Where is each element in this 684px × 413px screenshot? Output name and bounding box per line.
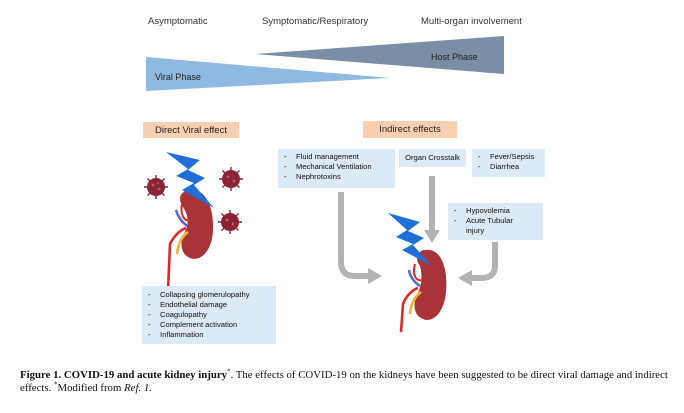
virus-icon xyxy=(219,167,243,191)
list-item: Diarrhea xyxy=(476,162,541,172)
list-item: Hypovolemia xyxy=(452,206,539,216)
hypovolemia-box: Hypovolemia Acute Tubular injury xyxy=(448,203,543,240)
list-item: Mechanical Ventilation xyxy=(282,162,391,172)
lightning-bolt-icon xyxy=(166,152,214,208)
kidney-icon xyxy=(399,249,447,333)
caption-ref: Ref. 1. xyxy=(124,382,152,394)
viral-phase-wedge xyxy=(146,57,390,91)
virus-icon xyxy=(218,210,242,234)
lightning-bolt-icon xyxy=(388,213,432,266)
kidney-icon xyxy=(166,189,214,291)
figure-caption: Figure 1. COVID-19 and acute kidney inju… xyxy=(20,367,670,395)
organ-crosstalk-label: Organ Crosstalk xyxy=(405,153,460,162)
list-item: Collapsing glomerulopathy xyxy=(146,290,272,300)
fever-sepsis-box: Fever/Sepsis Diarrhea xyxy=(472,149,545,177)
list-item: Coagulopathy xyxy=(146,310,272,320)
list-item: Fever/Sepsis xyxy=(476,152,541,162)
caption-label: Figure 1. COVID-19 and acute kidney inju… xyxy=(20,369,228,381)
list-item: Endothelial damage xyxy=(146,300,272,310)
list-item: Nephrotoxins xyxy=(282,172,391,182)
list-item: Fluid management xyxy=(282,152,391,162)
viral-phase-label: Viral Phase xyxy=(155,72,201,82)
stage-multi-organ: Multi-organ involvement xyxy=(421,16,522,27)
stage-asymptomatic: Asymptomatic xyxy=(148,16,208,27)
organ-crosstalk-box: Organ Crosstalk xyxy=(399,149,466,167)
direct-effects-box: Collapsing glomerulopathy Endothelial da… xyxy=(142,286,276,344)
caption-text: . The effects of COVID-19 on the kidneys… xyxy=(20,369,668,394)
gray-arrow-icon xyxy=(338,192,370,279)
host-phase-wedge xyxy=(255,36,504,74)
indirect-effects-heading: Indirect effects xyxy=(363,121,457,138)
stage-symptomatic: Symptomatic/Respiratory xyxy=(262,16,369,27)
caption-mod-sup: * xyxy=(53,380,58,389)
gray-arrow-icon xyxy=(470,242,498,281)
fluid-management-box: Fluid management Mechanical Ventilation … xyxy=(278,149,395,188)
caption-mod-text: Modified from xyxy=(57,382,125,394)
list-item: Complement activation xyxy=(146,320,272,330)
direct-viral-effect-heading: Direct Viral effect xyxy=(143,122,239,138)
list-item: Acute Tubular injury xyxy=(452,216,526,236)
host-phase-label: Host Phase xyxy=(431,52,478,62)
virus-icon xyxy=(144,175,168,199)
caption-label-sup: * xyxy=(227,367,231,376)
list-item: Inflammation xyxy=(146,330,272,340)
